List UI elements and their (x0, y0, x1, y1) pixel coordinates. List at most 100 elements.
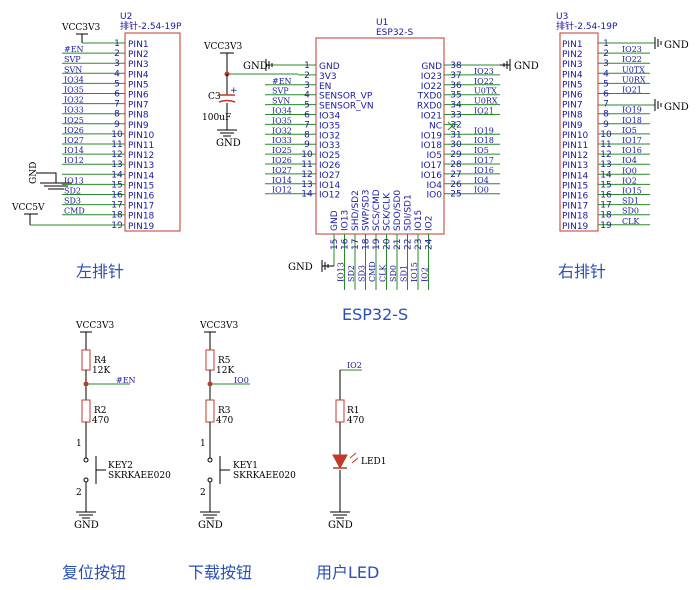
u2-pin-label: PIN12 (128, 151, 154, 161)
caption-reset: 复位按钮 (62, 563, 126, 582)
u2-pin-number: 11 (111, 140, 122, 150)
u3-pin-number: 19 (600, 221, 612, 231)
u1-left-net-label: IO12 (272, 186, 292, 195)
u1-left-pin-name: IO35 (319, 121, 340, 131)
u2-net-label: IO13 (64, 176, 84, 185)
u2-pin-number: 4 (114, 69, 120, 79)
u1-left-pin-number: 5 (304, 101, 310, 111)
u1-gnd-left-label: GND (243, 61, 268, 72)
download-circuit: VCC3V3 R5 12K IO0 R3 470 1 2 KEY1 SKRKAE… (198, 321, 296, 531)
u1-bottom-pin-number: 24 (425, 238, 435, 250)
led1-emission-icon (349, 452, 359, 464)
key2-pin1: 1 (76, 439, 82, 449)
u2-pin-label: PIN19 (128, 222, 155, 232)
u2-pin-label: PIN3 (128, 60, 149, 70)
u1-gnd-right-label: GND (514, 61, 539, 72)
u3-pin-number: 16 (600, 191, 612, 201)
u1-bottom-net-label: CMD (368, 261, 377, 282)
u1-bottom-pin-number: 15 (330, 239, 340, 250)
u1-bottom-pin-number: 20 (383, 238, 393, 250)
u3-pin-number: 13 (600, 160, 611, 170)
u3-pin-number: 2 (603, 49, 609, 59)
u1-bottom-pin-name: SHD/SD2 (351, 190, 361, 231)
u1-left-pin-name: IO32 (319, 131, 340, 141)
u2-pin-label: PIN4 (128, 70, 149, 80)
u1-bottom-pin-number: 18 (362, 238, 372, 250)
u1-right-net-label: IO16 (474, 166, 494, 175)
u2-pin-number: 16 (111, 191, 123, 201)
caption-left-header: 左排针 (76, 262, 124, 281)
u2-pin-label: PIN8 (128, 111, 149, 121)
u2-net-label: IO34 (64, 75, 84, 84)
u2-net-label: IO26 (64, 126, 84, 135)
u1-right-pin-number: 28 (450, 160, 462, 170)
u1-right-pin-name: IO4 (427, 181, 443, 191)
reset-vcc-label: VCC3V3 (75, 321, 114, 331)
u1-bottom-pin-name: SDI/SD1 (404, 194, 414, 231)
u1-bottom-pin-number: 23 (414, 239, 424, 250)
led-net-label: IO2 (347, 361, 362, 370)
u1-left-net-label: SVN (272, 97, 290, 106)
u1-right-pin-name: IO21 (421, 112, 442, 122)
u3-pin-number: 4 (603, 69, 609, 79)
u2-pin-label: PIN18 (128, 212, 155, 222)
c3-value: 100uF (202, 113, 231, 123)
u2-pin-label: PIN2 (128, 50, 149, 60)
u1-right-pin-name: TXD0 (417, 92, 443, 102)
u1-right-net-label: IO17 (474, 156, 494, 165)
u2-gnd-symbol (36, 172, 72, 190)
u2-pin-label: PIN6 (128, 91, 149, 101)
u3-net-label: IO15 (622, 187, 642, 196)
u1-right-pin-name: NC (429, 121, 442, 131)
u2-pin-number: 10 (111, 130, 123, 140)
u2-pin-number: 14 (111, 170, 123, 180)
u2-pin-number: 2 (114, 49, 120, 59)
u1-left-net-label: IO32 (272, 126, 292, 135)
u2-net-label: IO27 (64, 136, 84, 145)
u2-pin-label: PIN13 (128, 161, 154, 171)
u2-pin-label: PIN7 (128, 101, 149, 111)
u1-right-pin-name: IO5 (427, 151, 442, 161)
u1-bottom-net-label: SD2 (347, 265, 356, 282)
u2-net-label: SD2 (64, 187, 81, 196)
u3-pin-label: PIN14 (562, 171, 589, 181)
key1-ref: KEY1 (233, 461, 258, 471)
u1-right-pin-number: 37 (450, 71, 461, 81)
u2-pin-label: PIN10 (128, 131, 155, 141)
u1-left-pin-number: 11 (301, 160, 312, 170)
u2-pin-number: 5 (114, 79, 120, 89)
u2-pin-number: 6 (114, 90, 120, 100)
u1-left-pin-name: IO34 (319, 112, 340, 122)
u1-left-net-label: #EN (272, 77, 292, 86)
u1-gnd-right-symbol (500, 59, 511, 71)
u1-bottom-net-label: SD3 (358, 265, 367, 282)
u3-pin-label: PIN13 (562, 161, 588, 171)
led-gnd-symbol (330, 511, 350, 519)
u3-net-label: SD0 (622, 207, 639, 216)
u3-pin-number: 11 (600, 140, 611, 150)
key2-part: SKRKAEE020 (108, 471, 171, 481)
u1-vcc-label: VCC3V3 (203, 42, 242, 52)
u2-vcc-symbol (76, 33, 88, 43)
u1-bottom-pin-number: 16 (341, 238, 351, 250)
u3-pin-label: PIN19 (562, 222, 589, 232)
caption-right-header: 右排针 (558, 262, 606, 281)
u1-left-pin-number: 6 (304, 111, 310, 121)
u1-body (315, 37, 445, 235)
u1-right-pin-name: IO23 (421, 72, 442, 82)
u3-pin-label: PIN7 (562, 101, 583, 111)
u3-net-label: CLK (622, 217, 640, 226)
u1-vcc-symbol (220, 52, 234, 74)
u1-bottom-net-label: CLK (379, 264, 388, 282)
u1-left-pin-name: IO27 (319, 171, 340, 181)
u1-bottom-pin-number: 22 (404, 239, 414, 250)
key1-pin2: 2 (200, 488, 206, 498)
r4-value: 12K (92, 366, 110, 376)
u1-left-pin-number: 13 (301, 180, 312, 190)
u3-net-label: IO4 (622, 156, 637, 165)
u1-right-pin-name: IO18 (421, 141, 442, 151)
u2-net-label: IO25 (64, 116, 84, 125)
u2-pin-label: PIN5 (128, 80, 149, 90)
u1-right-pin-number: 27 (450, 170, 461, 180)
u1-left-pin-name: IO25 (319, 151, 340, 161)
